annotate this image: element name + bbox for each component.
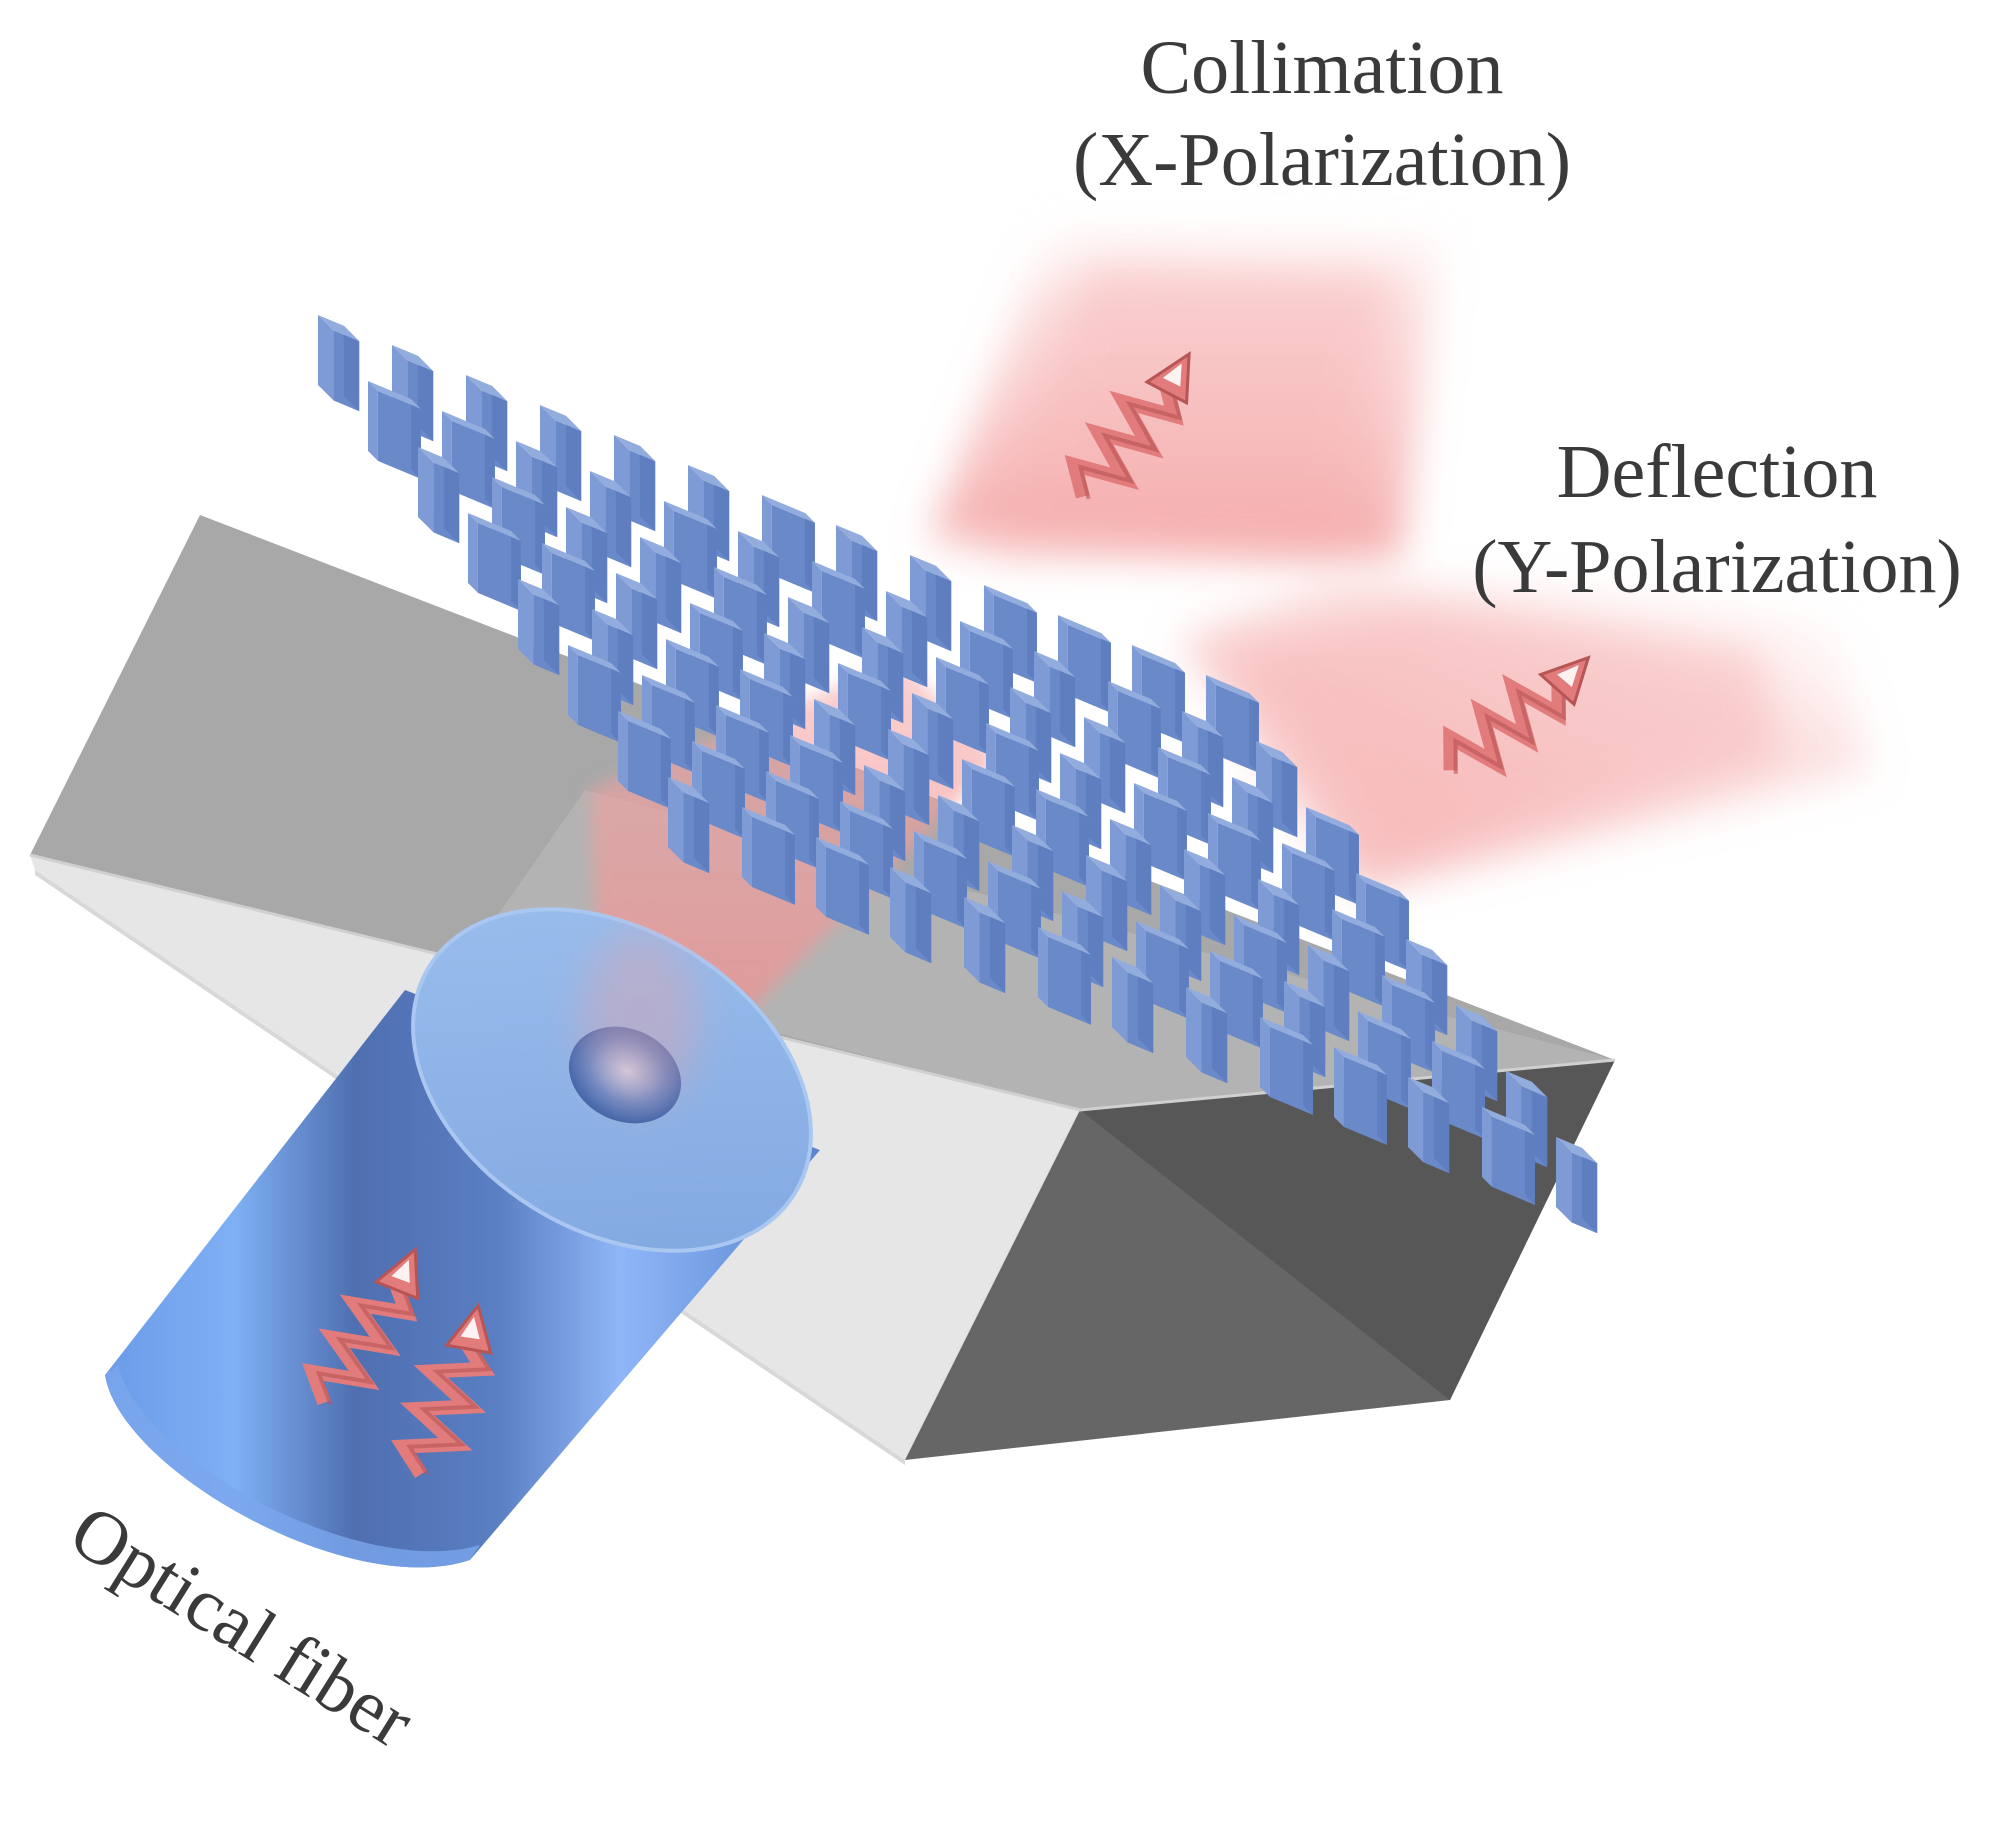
metasurface-pillar <box>1408 1077 1450 1174</box>
metasurface-pillar <box>618 711 671 809</box>
deflection-polarization-label: (Y-Polarization) <box>1472 525 1962 609</box>
metasurface-pillar <box>762 495 815 593</box>
metasurface-pillar <box>318 315 360 412</box>
metasurface-pillar <box>936 657 989 755</box>
collimation-polarization-label: (X-Polarization) <box>1073 118 1571 202</box>
collimation-label: Collimation <box>1140 26 1503 110</box>
optical-fiber <box>105 907 820 1568</box>
metasurface-pillar <box>964 897 1006 994</box>
metasurface-pillar-array <box>318 315 1598 1234</box>
metasurface-pillar <box>1334 1047 1387 1145</box>
metasurface-pillar <box>640 537 682 634</box>
metasurface-pillar <box>1112 957 1154 1054</box>
metasurface-pillar <box>518 579 560 676</box>
metasurface-pillar <box>838 663 891 761</box>
metasurface-pillar <box>1034 651 1076 748</box>
metasurface-pillar <box>1086 855 1128 952</box>
metasurface-pillar <box>542 543 595 641</box>
metasurface-pillar <box>540 405 582 502</box>
metasurface-pillar <box>816 837 869 935</box>
metasurface-pillar <box>912 693 954 790</box>
metasurface-pillar <box>890 867 932 964</box>
metasurface-pillar <box>988 861 1041 959</box>
metasurface-pillar <box>1260 1017 1313 1115</box>
metasurface-pillar <box>590 471 632 568</box>
deflection-label: Deflection <box>1557 430 1878 514</box>
metasurface-pillar <box>1186 987 1228 1084</box>
metasurface-pillar <box>742 807 795 905</box>
metasurface-pillar <box>418 447 460 544</box>
metasurface-pillar <box>1482 1107 1535 1205</box>
metasurface-pillar <box>668 777 710 874</box>
metasurface-pillar <box>1108 681 1161 779</box>
metasurface-pillar <box>766 771 819 869</box>
metasurface-pillar <box>1556 1137 1598 1234</box>
metasurface-pillar <box>664 501 717 599</box>
metasurface-pillar <box>1038 927 1091 1025</box>
